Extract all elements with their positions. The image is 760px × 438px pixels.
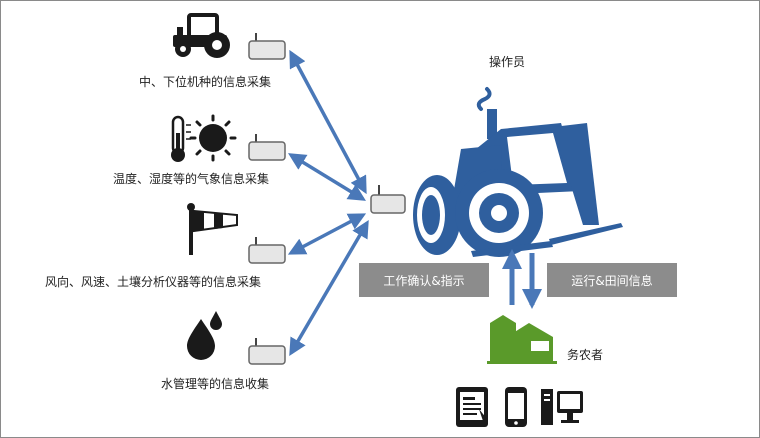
thermometer-sun-icon [171,114,237,162]
windsock-icon [187,203,238,255]
arrow-link-1 [289,49,367,195]
sensor-label-1: 中、下位机种的信息采集 [139,75,272,89]
arrow-link-4 [289,219,369,357]
hub-device [370,185,406,214]
large-tractor-icon [413,87,623,257]
flow-arrows [502,249,542,309]
tractor-icon [173,13,230,58]
farmer-label: 务农者 [567,348,604,362]
down-flow-box: 运行&田间信息 [547,263,677,297]
operator-label: 操作员 [489,55,526,69]
up-flow-box: 工作确认&指示 [359,263,489,297]
data-link-arrows [287,49,369,357]
water-drops-icon [187,311,222,360]
sensor-label-3: 风向、风速、土壤分析仪器等的信息采集 [45,275,262,289]
sensor-device-3 [248,237,286,264]
sensor-device-2 [248,134,286,161]
desktop-pc-icon [541,389,583,425]
arrow-link-2 [288,153,366,201]
sensor-device-1 [248,33,286,60]
farm-building-icon [487,315,557,364]
smartphone-icon [505,387,527,427]
tablet-icon [456,387,488,427]
sensor-device-4 [248,338,286,365]
sensor-label-4: 水管理等的信息收集 [161,377,270,391]
sensor-label-2: 温度、湿度等的气象信息采集 [113,172,270,186]
